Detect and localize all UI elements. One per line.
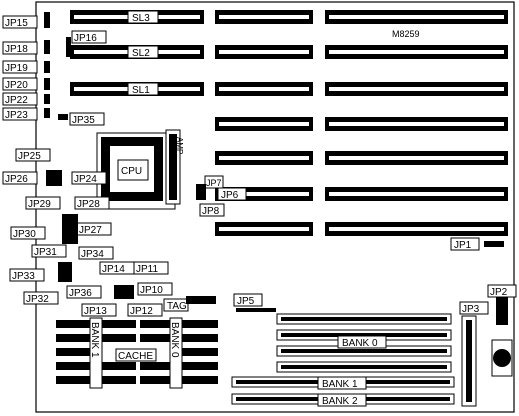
jumper-pins-left: [44, 12, 71, 120]
jp11-label: JP11: [136, 264, 158, 275]
jp7-label: JP7: [206, 178, 222, 188]
jp33-label: JP33: [12, 271, 35, 282]
bank0-label: BANK 0: [342, 338, 378, 349]
jp27-label: JP27: [79, 225, 102, 236]
slot-sl2-label: SL2: [132, 48, 150, 59]
jp30-label: JP30: [13, 229, 36, 240]
jumper-pins-cpu: [46, 170, 508, 325]
jp8-label: JP8: [202, 206, 220, 217]
jp36-label: JP36: [69, 288, 92, 299]
jp31-label: JP31: [34, 247, 57, 258]
jp5-label: JP5: [237, 296, 255, 307]
jp26-label: JP26: [5, 174, 28, 185]
jp6-label: JP6: [221, 190, 239, 201]
jp3-connector: [461, 315, 513, 407]
cache-tag: [115, 348, 157, 362]
slot-column-right: [325, 10, 508, 236]
bank-left-tag: [89, 317, 103, 389]
slot-sl1-label: SL1: [132, 85, 150, 96]
jp10-label: JP10: [140, 285, 163, 296]
jp32-label: JP32: [26, 294, 49, 305]
tag-label: TAG: [167, 301, 187, 312]
jp15-label: JP15: [5, 18, 28, 29]
jp13-label: JP13: [84, 306, 107, 317]
jp12-label: JP12: [130, 306, 153, 317]
slot-sl1-tag: [127, 82, 159, 96]
bank1-label: BANK 1: [322, 379, 358, 390]
amp-label: AMP: [175, 137, 184, 154]
slot-sl3-tag: [127, 10, 159, 24]
cpu-socket: [96, 129, 181, 210]
jp1-label: JP1: [454, 240, 472, 251]
board-model-label: M8259: [392, 29, 420, 39]
jp20-label: JP20: [5, 80, 28, 91]
slot-sl3-label: SL3: [132, 13, 150, 24]
jp19-label: JP19: [5, 63, 28, 74]
jp29-label: JP29: [28, 199, 51, 210]
cpu-label: CPU: [121, 166, 142, 177]
jp35-label: JP35: [72, 115, 95, 126]
jp24-label: JP24: [74, 174, 97, 185]
cache-bank-left-label: BANK 1: [89, 322, 100, 358]
cache-chips: [56, 296, 218, 384]
jp18-label: JP18: [5, 44, 28, 55]
jp23-label: JP23: [5, 110, 28, 121]
slot-sl2-tag: [127, 45, 159, 59]
jp25-label: JP25: [18, 151, 41, 162]
bank1-tag: [317, 376, 367, 390]
cache-bank-right-label: BANK 0: [169, 322, 180, 358]
jp22-label: JP22: [5, 95, 28, 106]
bank2-label: BANK 2: [322, 396, 358, 407]
jp14-label: JP14: [102, 264, 125, 275]
jumper-labels: JP15 JP18 JP19 JP20 JP22 JP23 JP16 JP35 …: [2, 15, 517, 317]
jp34-label: JP34: [81, 249, 104, 260]
jp2-label: JP2: [490, 287, 508, 298]
jp28-label: JP28: [77, 199, 100, 210]
jp16-label: JP16: [74, 33, 97, 44]
jp3-label: JP3: [462, 304, 480, 315]
bank0-tag: [337, 335, 387, 349]
cache-label: CACHE: [118, 351, 153, 362]
bank2-tag: [317, 393, 367, 407]
bank-right-tag: [169, 317, 183, 389]
